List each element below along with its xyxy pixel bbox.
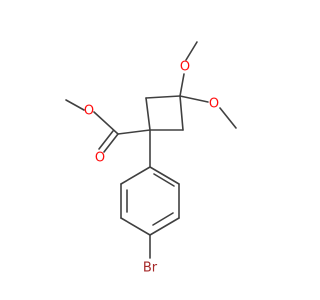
bond-ring-methoxy-top	[179, 73, 185, 97]
atom-labels: O O O O Br	[84, 60, 219, 276]
bond-aryl-inner-2	[152, 212, 174, 226]
atom-o-methoxy-right: O	[209, 97, 219, 112]
atom-bromine: Br	[143, 261, 158, 276]
bond-carbonyl-double-1	[103, 133, 119, 153]
bond-aryl-1	[149, 166, 180, 185]
atom-o-ester-single: O	[84, 104, 94, 119]
bond-aryl-3	[149, 217, 180, 236]
bond-ester-o-carbonyl	[93, 111, 119, 135]
bond-ring-3	[179, 95, 184, 131]
bond-aryl-inner-1	[153, 173, 175, 187]
bond-methoxy-right-methyl	[219, 107, 237, 129]
bond-carbonyl-ring	[117, 129, 151, 135]
bond-methoxy-top-methyl	[185, 41, 198, 61]
bond-ring-1	[145, 97, 151, 131]
bond-ring-methoxy-right	[179, 95, 209, 103]
bond-ring-2	[145, 95, 181, 99]
atom-o-ester-double: O	[95, 151, 105, 166]
atom-o-methoxy-top: O	[180, 60, 190, 75]
bond-methyl-ester-o	[65, 99, 85, 111]
bond-aryl-4	[120, 217, 151, 236]
bond-carbonyl-double-2	[98, 130, 114, 150]
molecule-diagram: O O O O Br	[65, 41, 237, 276]
bond-aryl-6	[120, 166, 151, 185]
bonds	[65, 41, 237, 259]
